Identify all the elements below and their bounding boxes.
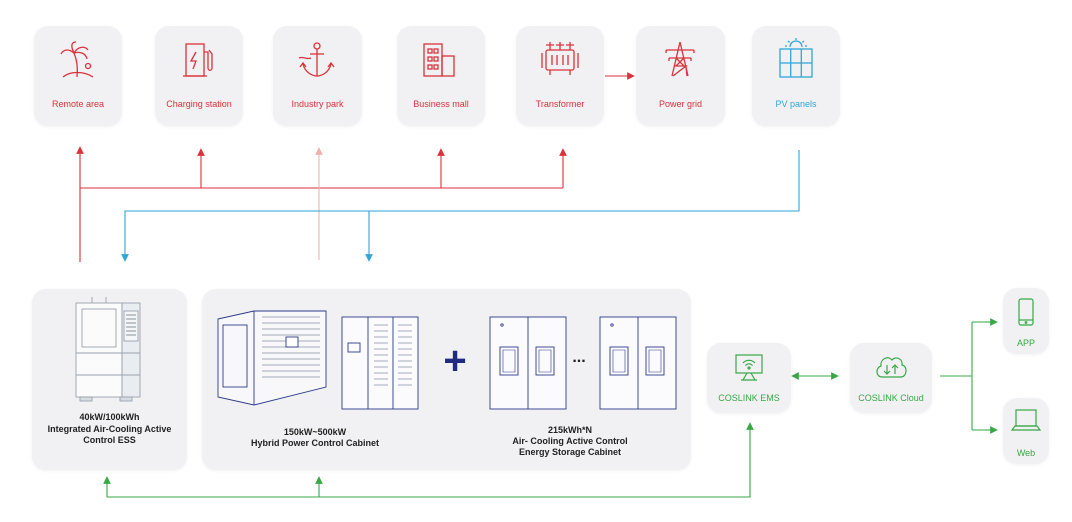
integrated-ess-card: 40kW/100kWh Integrated Air-Cooling Activ…	[32, 289, 187, 470]
charging-station-label: Charging station	[166, 99, 232, 109]
remote-area-label: Remote area	[51, 99, 105, 109]
solar-panel-icon	[779, 38, 813, 78]
phone-icon	[1018, 298, 1034, 326]
industry-park-card: Industry park	[273, 26, 362, 126]
business-mall-card: Business mall	[397, 26, 485, 126]
power-grid-label: Power grid	[658, 99, 703, 109]
hybrid-storage-card: + ... 150kW~500kW Hybrid Power Control C…	[202, 289, 691, 470]
green-bottom-bus	[103, 422, 754, 498]
remote-area-card: Remote area	[34, 26, 122, 126]
charging-station-icon	[183, 43, 213, 77]
pv-panels-card: PV panels	[752, 26, 840, 126]
hybrid-title-power: 150kW~500kW	[283, 427, 347, 437]
storage-title-type: Air- Cooling Active Control	[512, 436, 628, 446]
ems-label: COSLINK EMS	[718, 393, 780, 403]
anchor-icon	[298, 42, 335, 77]
transformer-label: Transformer	[535, 99, 585, 109]
pv-blue-line	[121, 150, 800, 262]
web-label: Web	[1016, 448, 1036, 458]
charging-station-card: Charging station	[155, 26, 243, 126]
building-icon	[423, 43, 455, 77]
storage-title-name: Energy Storage Cabinet	[518, 447, 622, 457]
coslink-ems-card: COSLINK EMS	[707, 343, 791, 413]
pv-panels-label: PV panels	[775, 99, 817, 109]
app-card: APP	[1003, 288, 1049, 354]
plus-sign: +	[443, 339, 467, 383]
web-card: Web	[1003, 398, 1049, 464]
ess-cabinet-image	[75, 297, 141, 402]
ess-title-type: Control ESS	[83, 435, 136, 445]
palm-tree-icon	[60, 41, 94, 78]
cloud-icon	[876, 357, 907, 378]
hybrid-container-image	[217, 310, 327, 406]
industry-park-label: Industry park	[291, 99, 344, 109]
power-tower-icon	[665, 41, 695, 77]
business-mall-label: Business mall	[413, 99, 469, 109]
ess-title-name: Integrated Air-Cooling Active	[47, 424, 172, 434]
power-grid-card: Power grid	[636, 26, 725, 126]
cloud-devices-line	[940, 321, 993, 431]
transformer-card: Transformer	[516, 26, 604, 126]
transformer-icon	[541, 42, 579, 75]
monitor-wifi-icon	[735, 354, 763, 381]
ess-title-capacity: 40kW/100kWh	[79, 412, 140, 422]
hybrid-title-name: Hybrid Power Control Cabinet	[250, 438, 379, 448]
coslink-cloud-card: COSLINK Cloud	[850, 343, 932, 413]
laptop-icon	[1011, 409, 1041, 431]
ellipsis: ...	[572, 349, 586, 366]
storage-cabinet-image-1	[489, 316, 567, 410]
app-label: APP	[1016, 338, 1035, 348]
storage-cabinet-image-2	[599, 316, 677, 410]
hybrid-cabinet-image	[341, 316, 419, 410]
cloud-label: COSLINK Cloud	[858, 393, 924, 403]
storage-title-capacity: 215kWh*N	[547, 425, 592, 435]
